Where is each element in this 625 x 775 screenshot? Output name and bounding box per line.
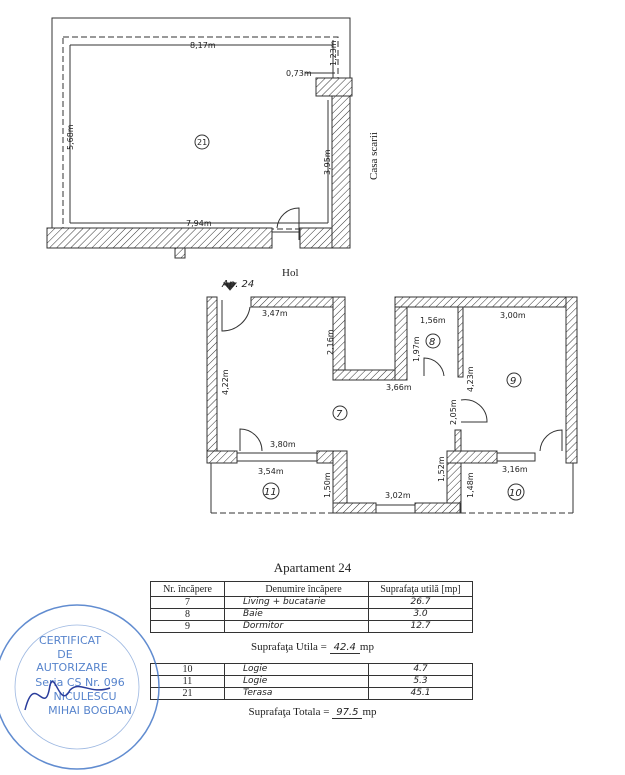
- signature: [24, 681, 111, 711]
- svg-text:3,95m: 3,95m: [323, 149, 332, 175]
- svg-text:7: 7: [336, 409, 343, 420]
- svg-text:4,23m: 4,23m: [466, 366, 475, 392]
- floor-plan: 8,17m 1,23m 0,73m 5,68m 3,95m 7,94m 21 C…: [46, 17, 578, 514]
- room-number: 21: [197, 138, 207, 147]
- apartment-title: Apartament 24: [273, 560, 352, 575]
- apartment-plan: [206, 282, 578, 514]
- svg-text:8: 8: [429, 337, 435, 348]
- door: [276, 207, 300, 240]
- svg-text:1,23m: 1,23m: [329, 40, 338, 66]
- svg-text:3,02m: 3,02m: [385, 491, 411, 500]
- header-area: Suprafaţa utilă [mp]: [368, 581, 473, 597]
- svg-text:1,97m: 1,97m: [412, 336, 421, 362]
- svg-text:2,16m: 2,16m: [326, 329, 335, 355]
- svg-text:3,80m: 3,80m: [270, 440, 296, 449]
- svg-text:Seria CS Nr. 096: Seria CS Nr. 096: [35, 676, 124, 689]
- svg-text:8,17m: 8,17m: [190, 41, 216, 50]
- svg-text:7,94m: 7,94m: [186, 219, 212, 228]
- authorization-stamp: CERTIFICAT DE AUTORIZARE Seria CS Nr. 09…: [0, 604, 160, 770]
- svg-text:AUTORIZARE: AUTORIZARE: [36, 661, 108, 674]
- wall: [299, 227, 333, 249]
- svg-text:1,52m: 1,52m: [437, 456, 446, 482]
- apartment-dimensions: 3,47m 2,16m 1,56m 1,97m 3,00m 4,22m 3,66…: [221, 279, 528, 501]
- svg-text:3,47m: 3,47m: [262, 309, 288, 318]
- svg-text:10: 10: [509, 488, 522, 499]
- stair-label: Casa scarii: [368, 132, 380, 180]
- svg-text:1,50m: 1,50m: [323, 472, 332, 498]
- terrace-plan: [46, 17, 353, 259]
- apartment-marker: Ap. 24: [221, 279, 254, 290]
- svg-text:NICULESCU: NICULESCU: [54, 690, 117, 703]
- header-nr: Nr. încăpere: [150, 581, 225, 597]
- svg-text:3,66m: 3,66m: [386, 383, 412, 392]
- svg-text:DE: DE: [57, 648, 72, 661]
- hall-label: Hol: [282, 267, 299, 279]
- svg-text:MIHAI BOGDAN: MIHAI BOGDAN: [48, 704, 132, 717]
- svg-text:3,54m: 3,54m: [258, 467, 284, 476]
- svg-text:4,22m: 4,22m: [221, 369, 230, 395]
- svg-text:0,73m: 0,73m: [286, 69, 312, 78]
- rooms-table: Nr. încăpere Denumire încăpere Suprafaţa…: [150, 581, 473, 633]
- wall: [174, 247, 186, 259]
- wall: [315, 77, 353, 97]
- wall: [46, 227, 273, 249]
- wall: [331, 87, 351, 249]
- svg-text:3,16m: 3,16m: [502, 465, 528, 474]
- terrace-dimensions: 8,17m 1,23m 0,73m 5,68m 3,95m 7,94m 21 C…: [66, 40, 380, 279]
- svg-text:9: 9: [510, 376, 516, 387]
- svg-text:2,05m: 2,05m: [449, 399, 458, 425]
- svg-text:1,48m: 1,48m: [466, 472, 475, 498]
- header-name: Denumire încăpere: [224, 581, 369, 597]
- svg-text:1,56m: 1,56m: [420, 316, 446, 325]
- svg-text:11: 11: [264, 487, 277, 498]
- svg-text:5,68m: 5,68m: [66, 124, 75, 150]
- svg-text:3,00m: 3,00m: [500, 311, 526, 320]
- svg-text:CERTIFICAT: CERTIFICAT: [39, 634, 101, 647]
